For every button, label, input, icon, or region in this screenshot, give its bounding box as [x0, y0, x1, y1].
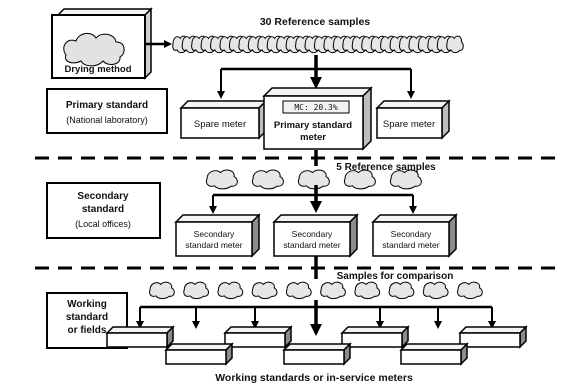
- spare-meter-right-label: Spare meter: [383, 119, 435, 130]
- working-standard-meter: [458, 325, 528, 349]
- samples-for-comparison-label: Samples for comparison: [337, 271, 454, 282]
- comparison-sample-cloud: [457, 281, 483, 300]
- working-standard-meter: [105, 325, 175, 349]
- working-standard-meter: [223, 325, 293, 349]
- secondary-meter-label-line1: Secondary: [292, 229, 333, 239]
- comparison-sample-cloud: [285, 281, 312, 300]
- primary-standard-meter: MC: 20.3% Primary standard meter: [262, 86, 373, 151]
- primary-standard-label-box: Primary standard (National laboratory): [46, 88, 168, 134]
- comparison-sample-cloud: [251, 281, 278, 300]
- primary-meter-label-line2: meter: [300, 132, 326, 143]
- secondary-standard-title-line2: standard: [82, 204, 124, 215]
- reference-sample-cloud: [446, 35, 464, 54]
- secondary-standard-title-line1: Secondary: [77, 191, 129, 202]
- reference-samples-5-label: 5 Reference samples: [336, 162, 436, 173]
- drying-method-box: Drying method: [51, 7, 153, 80]
- primary-standard-title: Primary standard: [66, 100, 148, 111]
- secondary-standard-label-box: Secondary standard (Local offices): [46, 182, 161, 239]
- meter-display: [282, 100, 350, 114]
- comparison-sample-cloud: [149, 281, 175, 300]
- reference-sample-cloud: [251, 169, 284, 190]
- working-standard-title-line1: Working: [67, 299, 107, 310]
- working-standard-meter: [164, 342, 234, 366]
- secondary-meter-label-line1: Secondary: [194, 229, 235, 239]
- comparison-samples-row: [149, 281, 483, 300]
- spare-meter-left: Spare meter: [179, 99, 268, 140]
- reference-sample-cloud: [389, 169, 422, 190]
- comparison-sample-cloud: [354, 281, 381, 300]
- reference-sample-cloud: [205, 169, 238, 190]
- working-standard-title-line2: standard: [66, 312, 108, 323]
- secondary-meter-label-line2: standard meter: [283, 240, 340, 250]
- comparison-sample-cloud: [217, 281, 244, 300]
- comparison-sample-cloud: [183, 281, 209, 300]
- drying-method-label: Drying method: [64, 64, 131, 75]
- sample-cloud-icon: [63, 33, 125, 67]
- working-meters-group: [105, 325, 528, 366]
- secondary-meter-label-line1: Secondary: [391, 229, 432, 239]
- reference-samples-30-label: 30 Reference samples: [260, 16, 370, 28]
- comparison-sample-cloud: [422, 281, 449, 300]
- reference-samples-row: [172, 35, 464, 54]
- meter-display-reading: MC: 20.3%: [294, 103, 338, 112]
- working-standard-meter: [282, 342, 352, 366]
- primary-meter-label-line1: Primary standard: [274, 120, 352, 131]
- spare-meter-left-label: Spare meter: [194, 119, 246, 130]
- working-standard-title-line3: or fields: [68, 325, 107, 336]
- primary-standard-subtitle: (National laboratory): [66, 115, 148, 125]
- working-standards-caption: Working standards or in-service meters: [215, 372, 413, 384]
- working-standard-meter: [399, 342, 469, 366]
- comparison-sample-cloud: [320, 281, 346, 300]
- reference-sample-cloud: [297, 169, 330, 190]
- working-distribution-arrows: [136, 307, 496, 329]
- comparison-sample-cloud: [388, 281, 415, 300]
- secondary-meter-label-line2: standard meter: [185, 240, 242, 250]
- secondary-meter-label-line2: standard meter: [382, 240, 439, 250]
- working-standard-meter: [340, 325, 410, 349]
- secondary-standard-subtitle: (Local offices): [75, 219, 131, 229]
- spare-meter-right: Spare meter: [375, 99, 451, 140]
- reference-sample-cloud: [343, 169, 376, 190]
- reference-samples-5-row: [205, 169, 422, 190]
